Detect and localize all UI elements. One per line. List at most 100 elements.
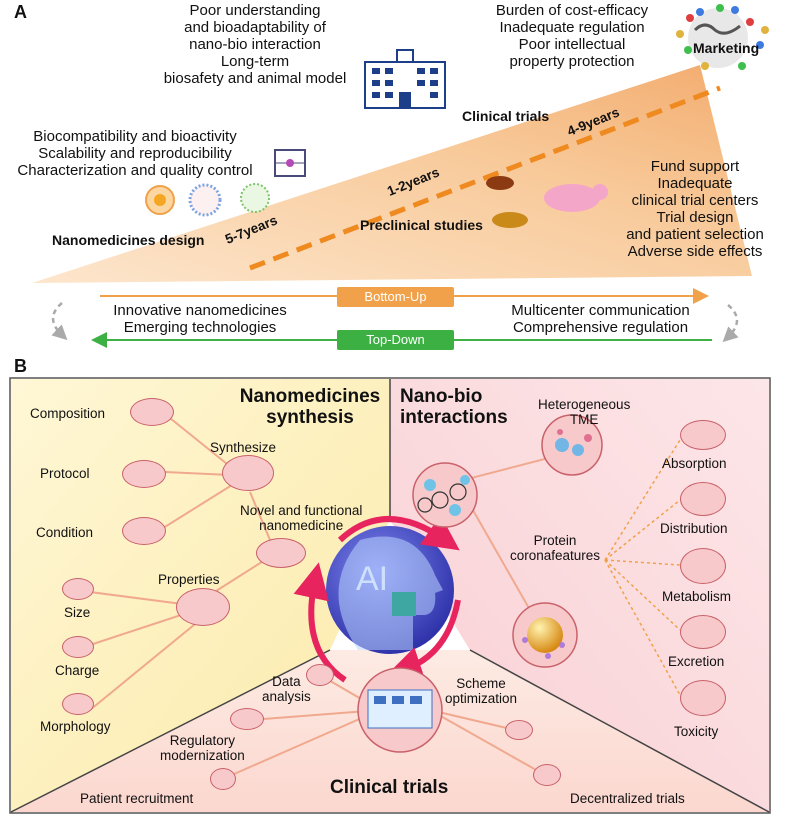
label-line: nanomedicine	[259, 518, 344, 533]
label-line: Protein	[533, 533, 577, 548]
nanomedicines-design-label: Nanomedicines design	[52, 232, 205, 248]
challenge-line: Scalability and reproducibility	[38, 145, 232, 162]
challenge-line: clinical trial centers	[631, 192, 759, 209]
protocol-label: Protocol	[40, 466, 90, 481]
top-left-challenges: Poor understanding and bioadaptability o…	[125, 2, 385, 87]
properties-label: Properties	[158, 572, 220, 587]
label-line: Scheme	[456, 676, 506, 691]
challenge-line: Fund support	[650, 158, 740, 175]
skull-icon	[680, 680, 726, 716]
challenge-line: Poor understanding	[189, 2, 321, 19]
challenge-line: and patient selection	[626, 226, 764, 243]
marketing-globe-icon	[676, 4, 769, 70]
top-down-badge: Top-Down	[337, 330, 454, 350]
label-line: Data	[272, 674, 301, 689]
synthesize-label: Synthesize	[210, 440, 277, 455]
protocol-icon	[122, 460, 166, 488]
label-line: Regulatory	[169, 733, 236, 748]
pill-icon	[505, 720, 533, 740]
ai-label: AI	[356, 560, 389, 598]
challenge-line: Burden of cost-efficacy	[495, 2, 649, 19]
nanoparticle-icons	[145, 149, 306, 217]
challenge-line: Poor intellectual	[518, 36, 626, 53]
challenge-line: nano-bio interaction	[189, 36, 321, 53]
panel-a-letter: A	[14, 2, 27, 22]
document-icon	[230, 708, 264, 730]
charge-icon	[62, 636, 94, 658]
patient-icon	[210, 768, 236, 790]
regulatory-label: Regulatory modernization	[160, 733, 245, 763]
clinical-title: Clinical trials	[330, 777, 449, 798]
bottom-up-badge: Bottom-Up	[337, 287, 454, 307]
right-challenges: Fund support Inadequate clinical trial c…	[610, 158, 780, 260]
label-line: analysis	[262, 689, 311, 704]
title-line: synthesis	[266, 407, 354, 428]
absorption-label: Absorption	[662, 456, 727, 471]
title-line: Nano-bio	[400, 386, 483, 407]
right-approach-text: Multicenter communication Comprehensive …	[488, 302, 713, 336]
challenge-line: biosafety and animal model	[163, 70, 347, 87]
scheme-optimization-label: Scheme optimization	[445, 676, 517, 706]
size-label: Size	[64, 605, 91, 620]
toxicity-label: Toxicity	[674, 724, 719, 739]
patient-recruitment-label: Patient recruitment	[80, 791, 194, 806]
preclinical-studies-label: Preclinical studies	[360, 217, 483, 233]
distribution-label: Distribution	[660, 521, 728, 536]
clinical-trials-label: Clinical trials	[462, 108, 550, 124]
approach-line: Comprehensive regulation	[512, 319, 689, 336]
title-line: interactions	[400, 407, 508, 428]
challenge-line: Adverse side effects	[627, 243, 763, 260]
distribution-icon	[680, 482, 726, 516]
top-right-challenges: Burden of cost-efficacy Inadequate regul…	[472, 2, 672, 70]
challenge-line: Trial design	[656, 209, 734, 226]
label-line: modernization	[160, 748, 245, 763]
morphology-label: Morphology	[40, 719, 111, 734]
condition-label: Condition	[36, 525, 94, 540]
chart-icon	[306, 664, 334, 686]
composition-label: Composition	[30, 406, 106, 421]
composition-icon	[130, 398, 174, 426]
label-line: TME	[569, 412, 599, 427]
novel-nanomedicine-label: Novel and functional nanomedicine	[240, 503, 362, 533]
synthesize-icon	[222, 455, 274, 491]
kidney-icon	[680, 615, 726, 649]
data-analysis-label: Data analysis	[262, 674, 311, 704]
liver-icon	[680, 548, 726, 584]
heterogeneous-tme-label: Heterogeneous TME	[538, 397, 630, 427]
approach-line: Multicenter communication	[511, 302, 690, 319]
challenge-line: and bioadaptability of	[184, 19, 326, 36]
label-line: coronafeatures	[510, 548, 601, 563]
label-line: Heterogeneous	[538, 397, 631, 412]
challenge-line: Long-term	[220, 53, 290, 70]
challenge-line: Inadequate	[657, 175, 733, 192]
marketing-label: Marketing	[693, 40, 760, 56]
approach-line: Innovative nanomedicines	[113, 302, 287, 319]
nanobio-title: Nano-bio interactions	[400, 386, 540, 428]
synthesis-title: Nanomedicines synthesis	[225, 386, 395, 428]
excretion-label: Excretion	[668, 654, 725, 669]
condition-icon	[122, 517, 166, 545]
hospital-building-icon	[364, 49, 446, 109]
absorption-icon	[680, 420, 726, 450]
charge-label: Charge	[55, 663, 100, 678]
panel-b-letter: B	[14, 356, 27, 376]
title-line: Nanomedicines	[239, 386, 381, 407]
protein-corona-label: Protein coronafeatures	[510, 533, 600, 563]
approach-line: Emerging technologies	[123, 319, 277, 336]
challenge-line: Biocompatibility and bioactivity	[33, 128, 237, 145]
device-icon	[533, 764, 561, 786]
label-line: Novel and functional	[240, 503, 363, 518]
label-line: optimization	[445, 691, 518, 706]
animal-icons	[486, 176, 608, 228]
left-approach-text: Innovative nanomedicines Emerging techno…	[95, 302, 305, 336]
size-icon	[62, 578, 94, 600]
metabolism-label: Metabolism	[662, 589, 732, 604]
design-challenges: Biocompatibility and bioactivity Scalabi…	[0, 128, 270, 179]
decentralized-trials-label: Decentralized trials	[570, 791, 685, 806]
challenge-line: Characterization and quality control	[17, 162, 253, 179]
gauge-icon	[256, 538, 306, 568]
challenge-line: property protection	[509, 53, 635, 70]
morphology-icon	[62, 693, 94, 715]
ai-head-icon	[326, 526, 454, 654]
